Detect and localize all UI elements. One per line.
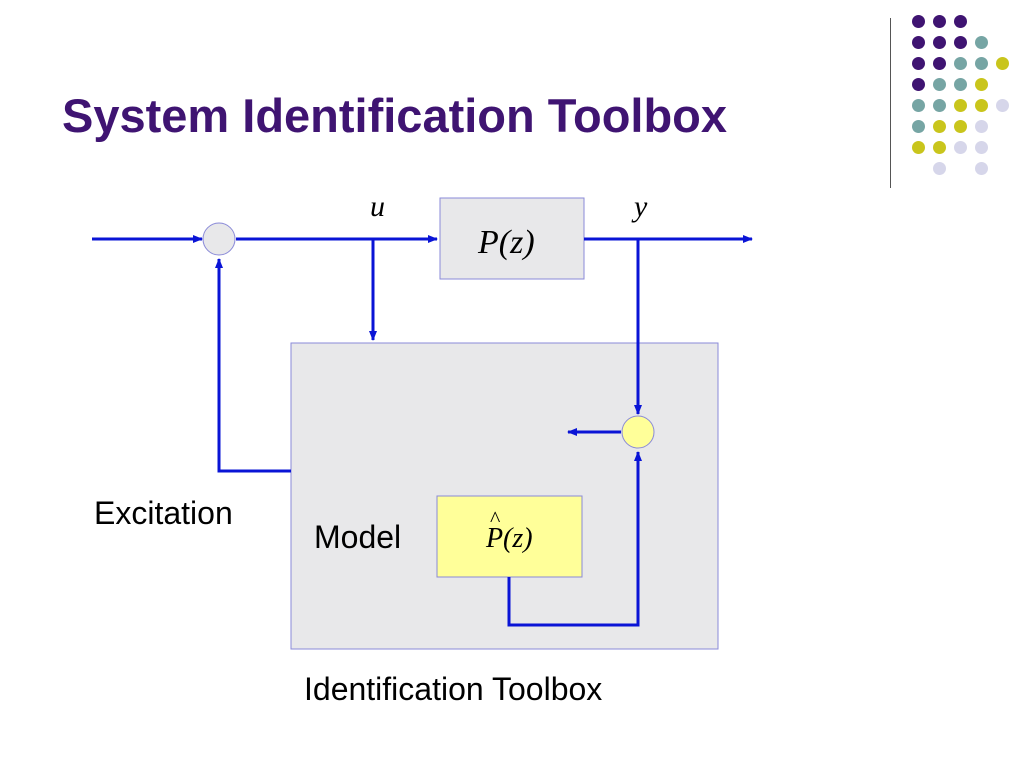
plant-label: P(z) bbox=[477, 224, 535, 261]
decorative-dot bbox=[912, 57, 925, 70]
title-divider bbox=[890, 18, 891, 188]
decorative-dot bbox=[954, 141, 967, 154]
decorative-dot bbox=[996, 99, 1009, 112]
decorative-dot bbox=[912, 141, 925, 154]
decorative-dot bbox=[954, 36, 967, 49]
decorative-dot bbox=[933, 141, 946, 154]
decorative-dot bbox=[954, 78, 967, 91]
decorative-dot bbox=[954, 15, 967, 28]
model-block bbox=[436, 495, 583, 578]
decorative-dot bbox=[933, 78, 946, 91]
decorative-dot bbox=[975, 36, 988, 49]
summing-junction-right bbox=[621, 415, 655, 449]
model-transfer-argument: (z) bbox=[503, 523, 533, 554]
model-transfer-symbol: P bbox=[485, 523, 503, 554]
decorative-dot bbox=[975, 162, 988, 175]
page-title: System Identification Toolbox bbox=[62, 89, 728, 142]
decorative-dot bbox=[975, 99, 988, 112]
identification-toolbox-label: Identification Toolbox bbox=[304, 671, 602, 707]
decorative-dot bbox=[996, 57, 1009, 70]
decorative-dot bbox=[912, 78, 925, 91]
model-output-wire bbox=[507, 451, 642, 627]
u-label: u bbox=[370, 190, 385, 223]
decorative-dot bbox=[954, 57, 967, 70]
summing-junction-left bbox=[202, 222, 236, 256]
plant-block bbox=[439, 197, 585, 280]
decorative-dot bbox=[933, 120, 946, 133]
model-transfer-hat: ^ bbox=[490, 506, 501, 531]
decorative-dot bbox=[933, 99, 946, 112]
decorative-dot bbox=[954, 99, 967, 112]
decorative-dot bbox=[912, 15, 925, 28]
y-label: y bbox=[631, 190, 648, 223]
decorative-dot bbox=[933, 15, 946, 28]
decorative-dot bbox=[912, 120, 925, 133]
decorative-dot bbox=[975, 78, 988, 91]
decorative-dot bbox=[933, 36, 946, 49]
decorative-dot bbox=[975, 120, 988, 133]
decorative-dot bbox=[933, 162, 946, 175]
decorative-dot bbox=[954, 120, 967, 133]
excitation-wire bbox=[215, 258, 291, 473]
model-label: Model bbox=[314, 519, 401, 555]
decorative-dot bbox=[912, 99, 925, 112]
decorative-dot bbox=[933, 57, 946, 70]
decorative-dot bbox=[975, 57, 988, 70]
excitation-label: Excitation bbox=[94, 495, 233, 531]
decorative-dot bbox=[912, 36, 925, 49]
decorative-dot bbox=[975, 141, 988, 154]
